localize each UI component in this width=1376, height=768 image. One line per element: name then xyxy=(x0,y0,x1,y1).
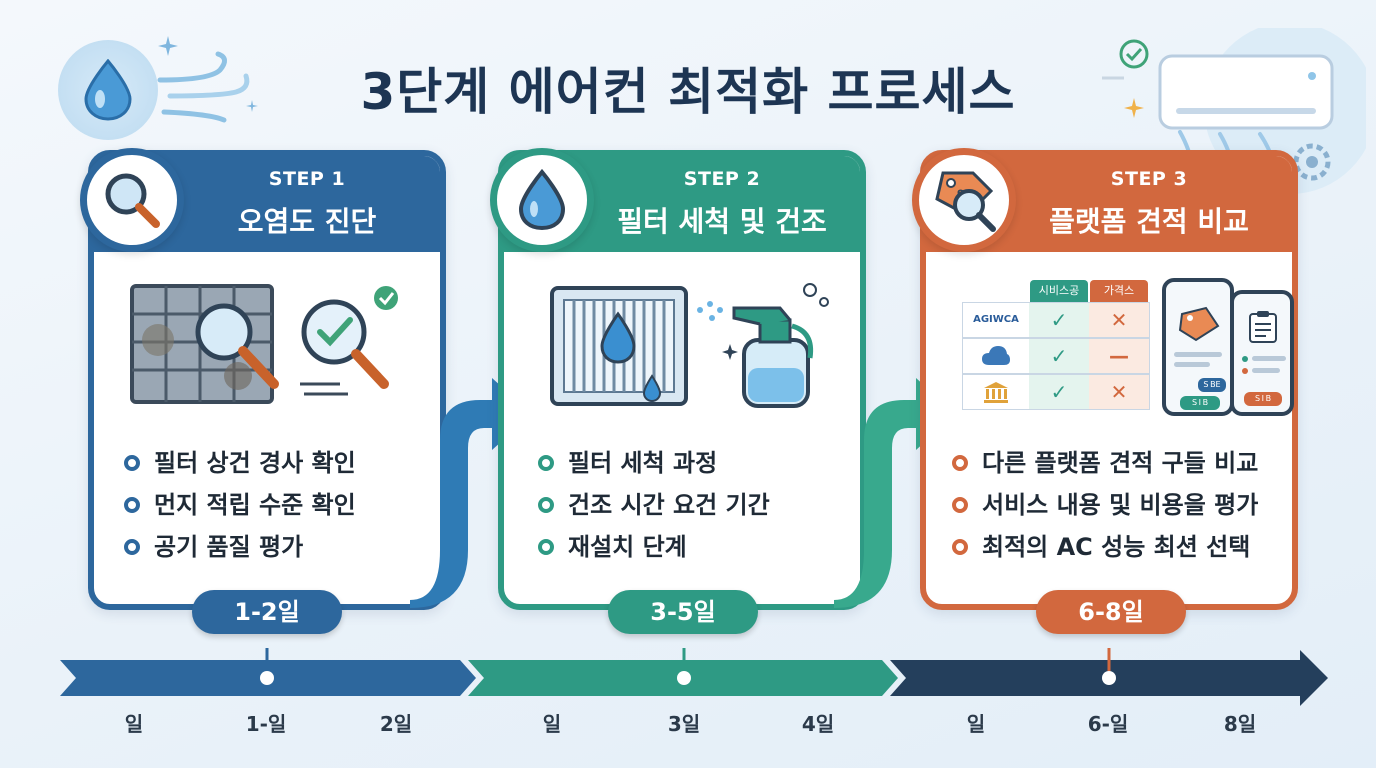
list-item: 필터 세척 과정 xyxy=(538,442,770,484)
list-item: 먼지 적립 수준 확인 xyxy=(124,484,356,526)
step-3-badge: % xyxy=(912,148,1016,252)
timeline-label: 4일 xyxy=(778,708,858,737)
timeline-marker xyxy=(677,671,691,685)
timeline-label: 3일 xyxy=(644,708,724,737)
check-icon: ✓ xyxy=(1029,303,1089,337)
text-line xyxy=(1174,352,1222,357)
text-line xyxy=(1174,362,1210,367)
list-item: 재설치 단계 xyxy=(538,526,770,568)
price-tag-icon xyxy=(1176,304,1222,344)
bank-icon xyxy=(983,381,1009,403)
bullet-dot xyxy=(124,455,140,471)
step-2-bullets: 필터 세척 과정 건조 시간 요건 기간 재설치 단계 xyxy=(538,442,770,568)
table-header: 시비스공 xyxy=(1030,280,1088,302)
brand-logo: AGIWCA xyxy=(967,311,1025,329)
phone-button: S I B xyxy=(1180,396,1220,410)
table-row: ✓ ✕ xyxy=(962,374,1150,410)
bullet-text: 건조 시간 요건 기간 xyxy=(568,484,770,526)
dirty-filter-illustration xyxy=(128,280,408,410)
check-icon: ✓ xyxy=(1029,375,1089,409)
timeline-marker xyxy=(260,671,274,685)
bullet-text: 서비스 내용 및 비용을 평가 xyxy=(982,484,1258,526)
cross-icon: ✕ xyxy=(1089,375,1149,409)
bullet-dot xyxy=(538,539,554,555)
timeline-marker xyxy=(1102,671,1116,685)
table-row: ✓ — xyxy=(962,338,1150,374)
bullet-text: 최적의 AC 성능 최션 선택 xyxy=(982,526,1250,568)
list-item: 공기 품질 평가 xyxy=(124,526,356,568)
bullet-dot xyxy=(538,497,554,513)
price-tag-magnifier-icon: % xyxy=(929,165,999,235)
timeline-label: 8일 xyxy=(1200,708,1280,737)
clipboard-icon xyxy=(1248,310,1278,344)
timeline-label: 일 xyxy=(936,708,1016,737)
bullet-dot xyxy=(538,455,554,471)
timeline-label: 2일 xyxy=(356,708,436,737)
check-icon: ✓ xyxy=(1029,339,1089,373)
step-3-bullets: 다른 플랫폼 견적 구들 비교 서비스 내용 및 비용을 평가 최적의 AC 성… xyxy=(952,442,1258,568)
table-row: AGIWCA ✓ ✕ xyxy=(962,302,1150,338)
cloud-icon xyxy=(981,345,1011,367)
quote-comparison-table: 시비스공 가격스 AGIWCA ✓ ✕ ✓ — ✓ ✕ xyxy=(962,280,1150,416)
bullet-dot xyxy=(124,497,140,513)
list-item: 서비스 내용 및 비용을 평가 xyxy=(952,484,1258,526)
status-dot xyxy=(1242,368,1248,374)
step-1-duration: 1-2일 xyxy=(192,590,342,634)
bullet-text: 먼지 적립 수준 확인 xyxy=(154,484,356,526)
list-item: 최적의 AC 성능 최션 선택 xyxy=(952,526,1258,568)
step-2-label: STEP 2 xyxy=(584,168,860,190)
timeline-label: 일 xyxy=(512,708,592,737)
step-1-title: 오염도 진단 xyxy=(174,200,440,240)
filter-cleaning-illustration xyxy=(548,280,838,410)
bullet-text: 재설치 단계 xyxy=(568,526,687,568)
timeline-label: 6-일 xyxy=(1068,708,1148,737)
bullet-dot xyxy=(952,539,968,555)
list-item: 건조 시간 요건 기간 xyxy=(538,484,770,526)
step-2-title: 필터 세척 및 건조 xyxy=(584,200,860,240)
text-line xyxy=(1252,368,1280,373)
water-drop-icon xyxy=(517,169,567,231)
timeline-label: 일 xyxy=(94,708,174,737)
bullet-text: 필터 세척 과정 xyxy=(568,442,717,484)
table-header: 가격스 xyxy=(1090,280,1148,302)
dash-icon: — xyxy=(1089,339,1149,373)
bullet-dot xyxy=(952,455,968,471)
step-2-duration: 3-5일 xyxy=(608,590,758,634)
bullet-dot xyxy=(952,497,968,513)
bullet-text: 필터 상건 경사 확인 xyxy=(154,442,356,484)
cross-icon: ✕ xyxy=(1089,303,1149,337)
phone-button: S BE xyxy=(1198,378,1226,392)
step-3-duration: 6-8일 xyxy=(1036,590,1186,634)
timeline xyxy=(56,648,1336,708)
magnifier-icon xyxy=(100,168,164,232)
list-item: 필터 상건 경사 확인 xyxy=(124,442,356,484)
timeline-label: 1-일 xyxy=(226,708,306,737)
list-item: 다른 플랫폼 견적 구들 비교 xyxy=(952,442,1258,484)
phone-mockup: S I B xyxy=(1230,290,1294,416)
step-1-label: STEP 1 xyxy=(174,168,440,190)
phone-button: S I B xyxy=(1244,392,1282,406)
status-dot xyxy=(1242,356,1248,362)
step-1-badge xyxy=(80,148,184,252)
step-3-label: STEP 3 xyxy=(1006,168,1292,190)
step-2-badge xyxy=(490,148,594,252)
bullet-dot xyxy=(124,539,140,555)
phone-mockup: S BE S I B xyxy=(1162,278,1234,416)
step-3-title: 플랫폼 견적 비교 xyxy=(1006,200,1292,240)
text-line xyxy=(1252,356,1286,361)
step-1-bullets: 필터 상건 경사 확인 먼지 적립 수준 확인 공기 품질 평가 xyxy=(124,442,356,568)
bullet-text: 다른 플랫폼 견적 구들 비교 xyxy=(982,442,1258,484)
bullet-text: 공기 품질 평가 xyxy=(154,526,303,568)
